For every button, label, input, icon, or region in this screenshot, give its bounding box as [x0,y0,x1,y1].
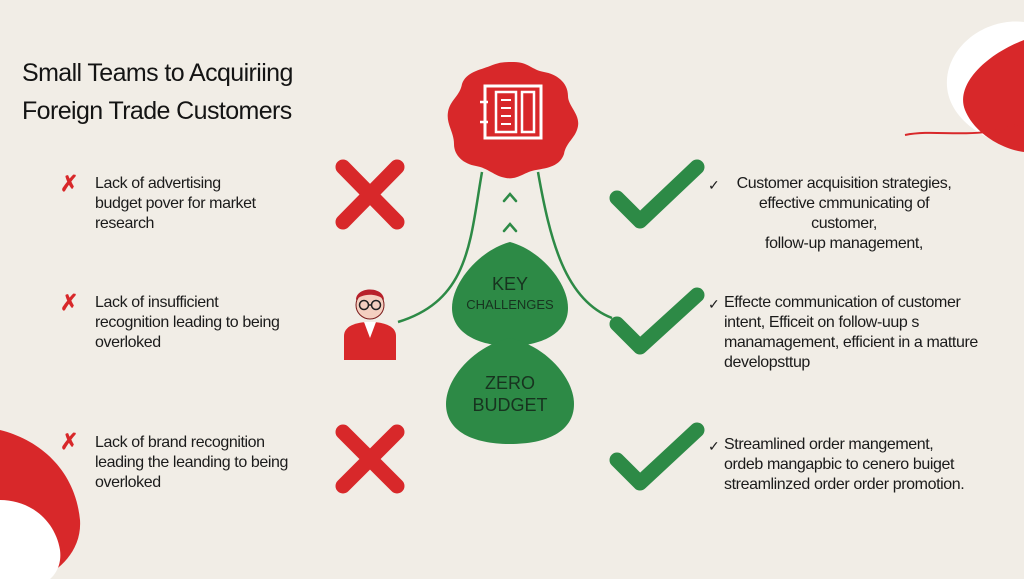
check-icon [609,422,705,491]
zero-budget-line-1: ZERO [484,373,535,393]
page-title: Small Teams to Acquiriing Foreign Trade … [22,54,422,130]
solution-line: Effecte communication of customer [724,294,961,311]
check-icon [609,287,705,355]
solution-line: developsttup [724,354,810,371]
solution-line: streamlinzed order order promotion. [724,476,965,493]
solution-line: follow-up management, [765,235,923,252]
small-check-icon: ✓ [708,296,720,312]
zero-budget-shape [446,338,574,444]
decorative-blob-bottom-left [0,430,81,579]
title-line-1: Small Teams to Acquiriing [22,59,293,87]
small-cross-icon: ✗ [60,171,79,196]
solution-line: Customer acquisition strategies, [736,175,952,192]
challenge-line: overloked [95,474,161,491]
solution-line: intent, Efficeit on follow-uup s [724,314,920,331]
document-stamp-icon [447,62,579,179]
challenge-line: Lack of brand recognition [95,434,265,451]
zero-budget-label: ZERO BUDGET [450,372,570,416]
solution-item: Customer acquisition strategies, effecti… [724,174,964,254]
solution-line: effective cmmunicating of customer, [758,195,930,232]
key-challenges-shape [452,242,568,346]
challenge-item: Lack of insufficient recognition leading… [95,293,280,353]
challenge-line: overloked [95,334,161,351]
challenge-line: recognition leading to being [95,314,280,331]
check-icon [609,159,705,229]
zero-budget-line-2: BUDGET [472,395,548,415]
challenge-line: research [95,215,155,232]
person-with-glasses-icon [344,289,396,360]
solution-item: Effecte communication of customer intent… [724,293,1004,373]
challenge-line: Lack of insufficient [95,294,219,311]
solution-line: Streamlined order mangement, [724,436,934,453]
solution-line: manamagement, efficient in a matture [724,334,978,351]
challenge-line: leading the leanding to being [95,454,289,471]
connector-lines [397,171,613,324]
chevron-up-icon [502,192,518,233]
challenge-item: Lack of advertising budget pover for mar… [95,174,256,234]
solution-line: ordeb mangapbic to cenero buiget [724,456,955,473]
challenge-line: Lack of advertising [95,175,221,192]
title-line-2: Foreign Trade Customers [22,97,292,125]
small-check-icon: ✓ [708,438,720,454]
key-challenges-line-1: KEY [491,274,529,294]
cross-icon [335,424,405,494]
decorative-blob-top-right [904,21,1024,152]
key-challenges-line-2: CHALLENGES [466,297,554,312]
small-check-icon: ✓ [708,177,720,193]
key-challenges-label: KEY CHALLENGES [450,272,570,314]
solution-item: Streamlined order mangement, ordeb manga… [724,435,984,495]
small-cross-icon: ✗ [60,429,79,454]
challenge-item: Lack of brand recognition leading the le… [95,433,288,493]
challenge-line: budget pover for market [95,195,256,212]
cross-icon [335,159,405,230]
small-cross-icon: ✗ [60,290,79,315]
